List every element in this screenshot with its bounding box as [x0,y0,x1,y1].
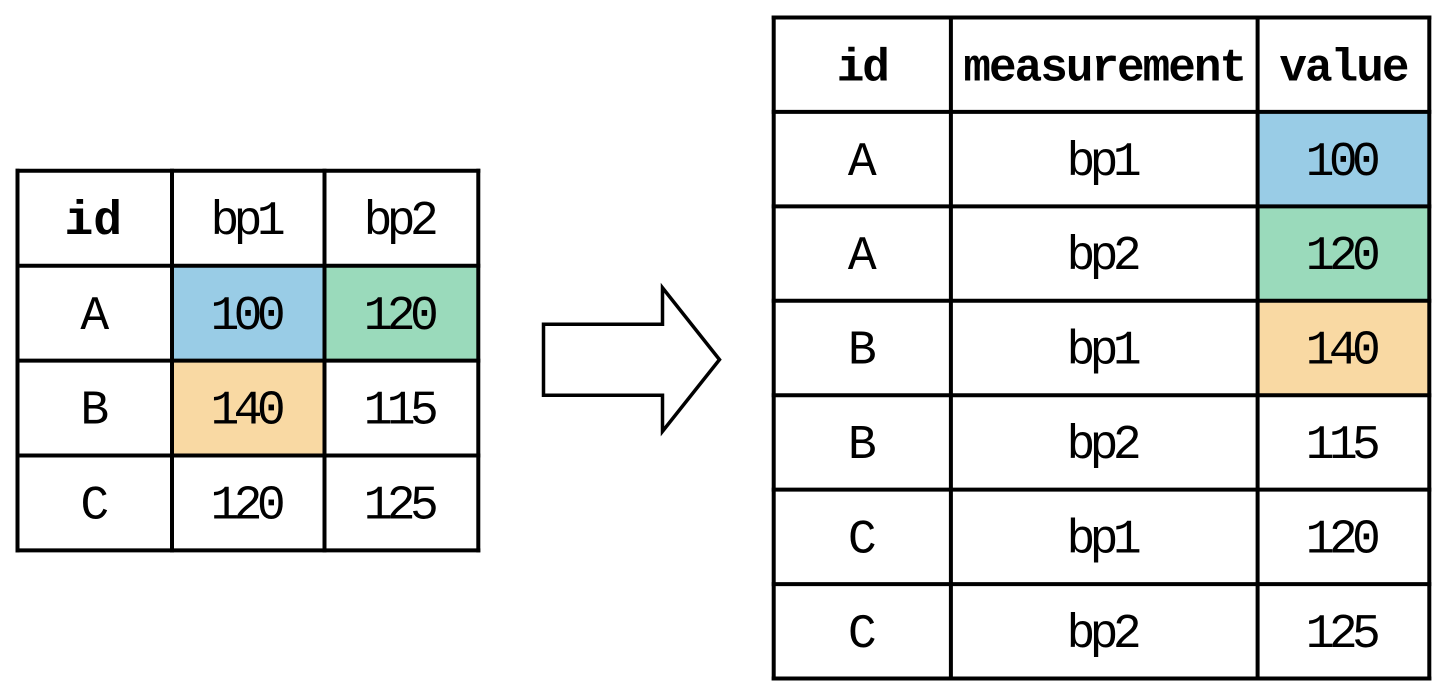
svg-text:C: C [848,608,877,662]
svg-text:id: id [837,42,888,94]
svg-text:bp2: bp2 [1066,419,1138,473]
svg-text:bp2: bp2 [1066,608,1138,662]
svg-text:id: id [64,195,122,249]
svg-text:measurement: measurement [963,42,1245,94]
svg-text:bp1: bp1 [1066,325,1139,379]
svg-text:C: C [848,513,877,567]
svg-text:bp2: bp2 [1066,230,1138,284]
svg-text:140: 140 [210,385,282,439]
svg-text:bp1: bp1 [210,195,283,249]
svg-text:120: 120 [210,480,282,534]
svg-text:120: 120 [364,290,436,344]
svg-text:bp1: bp1 [1066,513,1139,567]
svg-text:120: 120 [1306,230,1378,284]
svg-text:B: B [848,325,877,379]
svg-text:100: 100 [1306,136,1378,190]
svg-text:120: 120 [1306,513,1378,567]
svg-text:A: A [80,290,109,344]
svg-text:C: C [80,480,109,534]
svg-text:B: B [848,419,877,473]
svg-text:B: B [80,385,109,439]
svg-text:115: 115 [364,385,436,439]
svg-text:A: A [848,136,877,190]
svg-text:140: 140 [1306,325,1378,379]
svg-text:bp1: bp1 [1066,136,1139,190]
svg-text:bp2: bp2 [364,195,436,249]
svg-text:A: A [848,230,877,284]
svg-text:100: 100 [210,290,282,344]
svg-text:value: value [1279,42,1407,94]
svg-text:125: 125 [1306,608,1378,662]
svg-text:115: 115 [1306,419,1378,473]
svg-text:125: 125 [364,480,436,534]
